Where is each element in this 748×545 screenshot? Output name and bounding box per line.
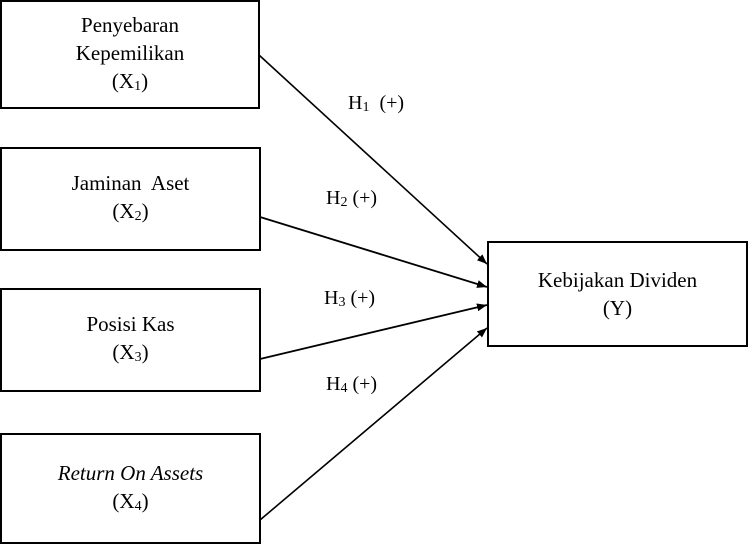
- node-x4-line1: Return On Assets: [57, 460, 204, 485]
- node-x1-code: (X1): [111, 68, 149, 94]
- arrow-h2: [259, 216, 488, 288]
- arrow-h3: [259, 303, 488, 360]
- node-x3-code: (X3): [112, 340, 149, 365]
- node-y-code: (Y): [602, 296, 633, 320]
- node-y: Kebijakan Dividen (Y): [487, 241, 748, 347]
- node-x1: Penyebaran Kepemilikan (X1): [0, 0, 260, 109]
- label-h2: H2 (+): [326, 187, 378, 210]
- node-x2-line1: Jaminan Aset: [71, 171, 190, 195]
- label-h1: H1 (+): [348, 92, 405, 115]
- arrow-h1: [258, 54, 488, 265]
- node-x4-code: (X4): [112, 488, 149, 514]
- label-h3: H3 (+): [324, 287, 376, 310]
- label-h4: H4 (+): [326, 373, 378, 396]
- node-x4: Return On Assets (X4): [0, 433, 261, 544]
- arrow-h4: [259, 327, 488, 521]
- node-x1-line1: Penyebaran: [81, 12, 179, 37]
- node-x3-line1: Posisi Kas: [86, 312, 175, 336]
- node-x1-line2: Kepemilikan: [75, 40, 185, 65]
- node-x3: Posisi Kas (X3): [0, 288, 261, 392]
- node-x2-code: (X2): [112, 199, 149, 224]
- node-x2: Jaminan Aset (X2): [0, 147, 261, 251]
- node-y-line1: Kebijakan Dividen: [537, 268, 698, 292]
